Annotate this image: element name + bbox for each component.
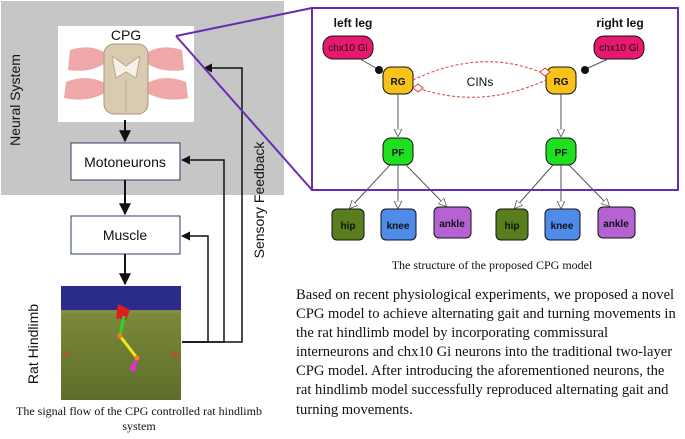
- rg-left-label: RG: [391, 77, 406, 88]
- hip-right-label: hip: [505, 221, 520, 232]
- knee-left-node: [380, 208, 417, 241]
- cins-label: CINs: [467, 75, 494, 89]
- cins-connection-lower: [417, 79, 547, 98]
- ankle-right-node: [597, 206, 636, 239]
- knee-right-label: knee: [551, 221, 574, 232]
- knee-left-label: knee: [387, 221, 410, 232]
- chx10-gi-left-label: chx10 Gi: [328, 43, 367, 54]
- chx10-left-to-rg-link: [359, 58, 377, 69]
- chx10-right-inhibitory-terminal: [581, 66, 589, 74]
- right-leg-outputs: hip knee ankle: [495, 206, 636, 241]
- right-leg-label: right leg: [596, 16, 643, 30]
- hip-right-node: [495, 208, 529, 241]
- muscle-label: Muscle: [103, 227, 148, 243]
- left-leg-label: left leg: [334, 16, 373, 30]
- abstract-text: Based on recent physiological experiment…: [296, 287, 676, 418]
- chx10-gi-right-label: chx10 Gi: [599, 43, 638, 54]
- pf-output-arrows: [350, 164, 609, 208]
- sensory-feedback-label: Sensory Feedback: [251, 141, 267, 259]
- pf-right-label: PF: [555, 148, 568, 159]
- cpg-model-diagram: left leg right leg chx10 Gi chx10 Gi RG …: [311, 7, 679, 208]
- cpg-model-caption: The structure of the proposed CPG model: [391, 258, 593, 272]
- muscle-box: [70, 215, 181, 255]
- chx10-right-to-rg-link: [587, 58, 609, 69]
- ankle-right-label: ankle: [603, 219, 629, 230]
- chx10-gi-right-node: [593, 35, 645, 60]
- pf-left-label: PF: [392, 148, 405, 159]
- motoneurons-box: [70, 142, 181, 181]
- zoom-callout-top: [175, 7, 313, 37]
- rat-hindlimb-simulation: [61, 286, 181, 400]
- cins-connection-upper: [412, 61, 541, 81]
- cpg-spinal-cord-illustration: [58, 26, 194, 122]
- signal-flow-caption: The signal flow of the CPG controlled ra…: [16, 404, 262, 433]
- zoom-callout-bottom: [175, 35, 313, 191]
- ankle-left-node: [433, 206, 472, 239]
- signal-flow-diagram: Neural System CPG Motoneurons Muscle: [1, 1, 284, 400]
- chx10-gi-left-node: [322, 35, 374, 60]
- hip-left-label: hip: [341, 221, 356, 232]
- cins-terminal-left: [412, 83, 424, 93]
- rat-hindlimb-label: Rat Hindlimb: [25, 304, 41, 384]
- motoneurons-label: Motoneurons: [84, 154, 166, 170]
- knee-right-node: [544, 208, 581, 241]
- ankle-left-label: ankle: [439, 219, 465, 230]
- neural-system-label: Neural System: [7, 54, 23, 146]
- rg-right-label: RG: [554, 77, 569, 88]
- left-leg-outputs: hip knee ankle: [331, 206, 472, 241]
- cpg-label: CPG: [111, 27, 141, 43]
- hip-left-node: [331, 208, 365, 241]
- chx10-left-inhibitory-terminal: [375, 66, 383, 74]
- cpg-model-frame: [311, 7, 679, 191]
- cins-terminal-right: [539, 67, 551, 77]
- sensory-feedback-lines: [181, 63, 243, 343]
